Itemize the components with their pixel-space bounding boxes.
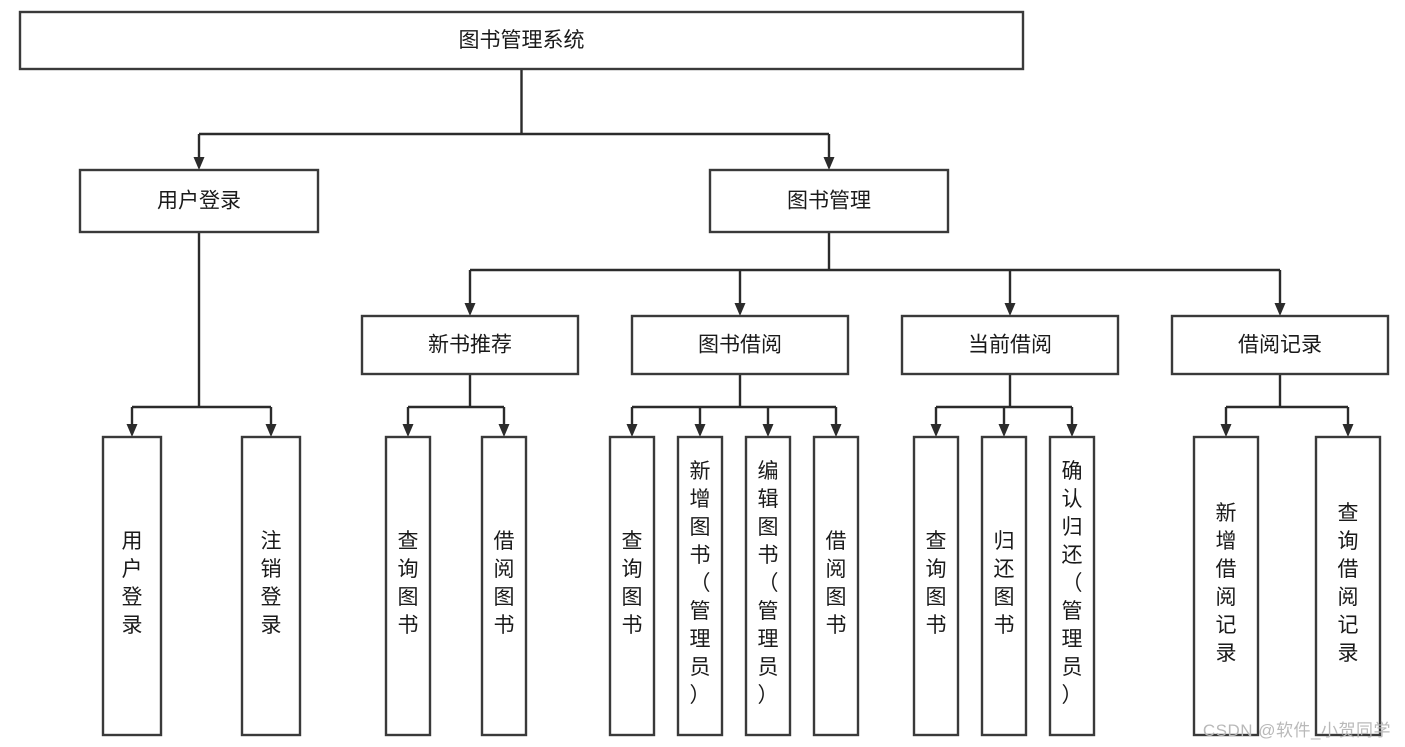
node-label-leaf-query-book-1: 查询图书 [398, 530, 419, 637]
node-box-leaf-query-book-2 [608, 435, 656, 737]
node-box-leaf-add-record [1192, 435, 1260, 737]
node-box-borrow-record [1170, 314, 1390, 376]
node-book-borrow[interactable]: 图书借阅 [630, 314, 850, 376]
node-box-leaf-borrow-book-1 [480, 435, 528, 737]
node-leaf-add-record[interactable]: 新增借阅记录 [1192, 435, 1260, 737]
node-label-leaf-borrow-book-1: 借阅图书 [494, 530, 515, 637]
node-box-leaf-borrow-book-2 [812, 435, 860, 737]
user-login-to-leaf-user-logout-arrowhead [265, 424, 277, 437]
new-book-rec-to-leaf-borrow-book-1-arrowhead [498, 424, 510, 437]
node-box-leaf-add-book [676, 435, 724, 737]
connector-lines [126, 69, 1354, 437]
borrow-record-to-leaf-query-record-arrowhead [1342, 424, 1354, 437]
node-label-book-borrow: 图书借阅 [698, 334, 782, 357]
node-label-current-borrow: 当前借阅 [968, 334, 1052, 357]
node-leaf-query-record[interactable]: 查询借阅记录 [1314, 435, 1382, 737]
book-manage-to-new-book-rec-arrowhead [464, 303, 476, 316]
node-label-user-login: 用户登录 [157, 190, 241, 213]
node-label-leaf-edit-book: 编辑图书（管理员） [758, 460, 779, 707]
book-manage-to-borrow-record-arrowhead [1274, 303, 1286, 316]
node-user-login[interactable]: 用户登录 [78, 168, 320, 234]
node-borrow-record[interactable]: 借阅记录 [1170, 314, 1390, 376]
node-label-leaf-user-login: 用户登录 [122, 530, 143, 637]
root-to-book-manage-arrowhead [823, 157, 835, 170]
node-box-current-borrow [900, 314, 1120, 376]
node-new-book-rec[interactable]: 新书推荐 [360, 314, 580, 376]
node-undefined[interactable]: 图书管理系统 [18, 10, 1025, 71]
node-box-user-login [78, 168, 320, 234]
root-to-user-login-arrowhead [193, 157, 205, 170]
node-leaf-return-book[interactable]: 归还图书 [980, 435, 1028, 737]
node-leaf-query-book-2[interactable]: 查询图书 [608, 435, 656, 737]
current-borrow-to-leaf-return-book-arrowhead [998, 424, 1010, 437]
book-manage-to-current-borrow-arrowhead [1004, 303, 1016, 316]
node-box-leaf-confirm-return [1048, 435, 1096, 737]
node-label-leaf-query-book-2: 查询图书 [622, 530, 643, 637]
node-label-leaf-borrow-book-2: 借阅图书 [826, 530, 847, 637]
node-label-borrow-record: 借阅记录 [1238, 334, 1322, 357]
book-borrow-to-leaf-add-book-arrowhead [694, 424, 706, 437]
node-box-leaf-user-login [101, 435, 163, 737]
node-leaf-user-logout[interactable]: 注销登录 [240, 435, 302, 737]
node-box-leaf-query-book-1 [384, 435, 432, 737]
node-box-leaf-edit-book [744, 435, 792, 737]
node-label-leaf-add-book: 新增图书（管理员） [690, 460, 711, 707]
user-login-to-leaf-user-login-arrowhead [126, 424, 138, 437]
node-leaf-query-book-1[interactable]: 查询图书 [384, 435, 432, 737]
node-label-new-book-rec: 新书推荐 [428, 334, 512, 357]
node-label-leaf-return-book: 归还图书 [994, 530, 1015, 637]
book-manage-to-book-borrow-arrowhead [734, 303, 746, 316]
node-leaf-user-login[interactable]: 用户登录 [101, 435, 163, 737]
borrow-record-to-leaf-add-record-arrowhead [1220, 424, 1232, 437]
node-label-leaf-user-logout: 注销登录 [261, 530, 282, 637]
node-box-leaf-user-logout [240, 435, 302, 737]
node-label-book-manage: 图书管理 [787, 190, 871, 213]
node-current-borrow[interactable]: 当前借阅 [900, 314, 1120, 376]
book-borrow-to-leaf-query-book-2-arrowhead [626, 424, 638, 437]
node-label-leaf-add-record: 新增借阅记录 [1216, 502, 1237, 665]
node-leaf-borrow-book-2[interactable]: 借阅图书 [812, 435, 860, 737]
node-box-book-borrow [630, 314, 850, 376]
node-box-new-book-rec [360, 314, 580, 376]
node-box-leaf-query-record [1314, 435, 1382, 737]
node-leaf-borrow-book-1[interactable]: 借阅图书 [480, 435, 528, 737]
book-borrow-to-leaf-edit-book-arrowhead [762, 424, 774, 437]
node-box-leaf-return-book [980, 435, 1028, 737]
node-box-undefined [18, 10, 1025, 71]
node-label-leaf-confirm-return: 确认归还（管理员） [1062, 460, 1083, 707]
node-leaf-edit-book[interactable]: 编辑图书（管理员） [744, 435, 792, 737]
node-leaf-add-book[interactable]: 新增图书（管理员） [676, 435, 724, 737]
node-label-leaf-query-record: 查询借阅记录 [1338, 502, 1359, 665]
current-borrow-to-leaf-query-book-3-arrowhead [930, 424, 942, 437]
node-leaf-confirm-return[interactable]: 确认归还（管理员） [1048, 435, 1096, 737]
node-label-undefined: 图书管理系统 [459, 29, 585, 52]
node-label-leaf-query-book-3: 查询图书 [926, 530, 947, 637]
current-borrow-to-leaf-confirm-return-arrowhead [1066, 424, 1078, 437]
book-borrow-to-leaf-borrow-book-2-arrowhead [830, 424, 842, 437]
node-box-book-manage [708, 168, 950, 234]
node-box-leaf-query-book-3 [912, 435, 960, 737]
node-boxes: 图书管理系统用户登录用户登录注销登录图书管理新书推荐查询图书借阅图书图书借阅查询… [18, 10, 1390, 737]
new-book-rec-to-leaf-query-book-1-arrowhead [402, 424, 414, 437]
node-book-manage[interactable]: 图书管理 [708, 168, 950, 234]
node-leaf-query-book-3[interactable]: 查询图书 [912, 435, 960, 737]
